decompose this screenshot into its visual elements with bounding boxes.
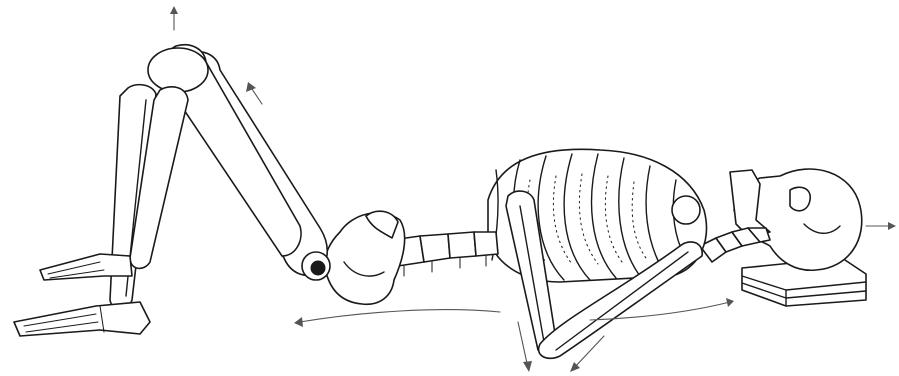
arrow-along-floor-left — [294, 310, 500, 327]
arrow-right-from-head — [866, 222, 896, 230]
arrow-up-along-thigh — [246, 82, 262, 104]
skull — [730, 169, 862, 270]
foot-upper — [40, 254, 132, 280]
neck-vertebrae — [700, 228, 770, 262]
pelvis — [325, 211, 405, 304]
arrow-up-from-knee — [170, 6, 178, 30]
lumbar-spine — [392, 232, 498, 276]
foot-lower — [14, 302, 150, 336]
arrow-down-from-elbow — [518, 322, 532, 372]
